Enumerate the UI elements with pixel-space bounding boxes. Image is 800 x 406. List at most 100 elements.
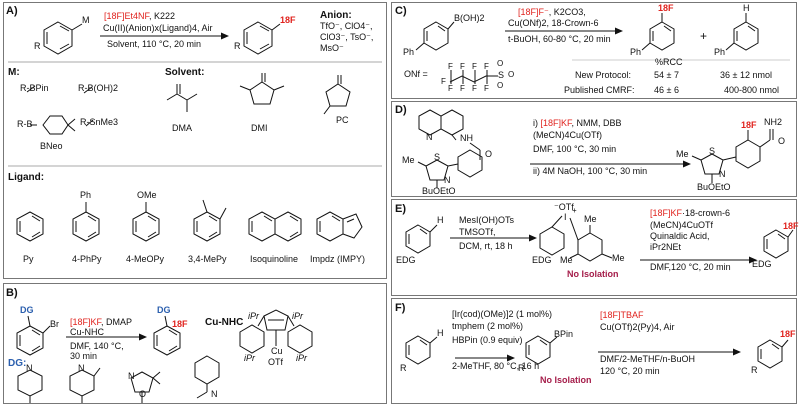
reagent-rest-b: , DMAP	[101, 317, 133, 327]
product-atom-me: Me	[676, 149, 689, 159]
product-r-a: R	[234, 41, 241, 51]
onf-f-6: F	[472, 62, 477, 71]
solvent-dmi: DMI	[251, 123, 268, 133]
nhc-otf: OTf	[268, 357, 283, 367]
panel-c	[391, 2, 797, 99]
onf-f-1: F	[441, 77, 446, 86]
r2-line3-e: Quinaldic Acid,	[650, 231, 710, 241]
r2-line4-e: iPr2NEt	[650, 242, 682, 252]
sm-edg-e: EDG	[396, 255, 416, 265]
reagent-red-b: [18F]KF	[70, 317, 102, 327]
r2-red-e: [18F]KF	[650, 208, 683, 218]
no-isolation-e: No Isolation	[567, 269, 619, 279]
int-plus-e: +	[572, 206, 577, 215]
product1-ph-c: Ph	[630, 47, 642, 57]
panel-e-label: E)	[395, 203, 406, 215]
anion-line1: TfO⁻, ClO4⁻,	[320, 21, 373, 31]
onf-f-7: F	[472, 84, 477, 93]
nhc-cu: Cu	[271, 346, 283, 356]
r1-line1-f: [Ir(cod)(OMe)]2 (1 mol%)	[452, 309, 553, 319]
step1-prefix: i)	[533, 118, 541, 128]
anion-line2: ClO3⁻, TsO⁻,	[320, 32, 374, 42]
sm-h-f: H	[437, 328, 444, 338]
ligand-py: Py	[23, 254, 34, 264]
product-atom-buoeto: BuOEtO	[697, 182, 731, 192]
product-atom-n: N	[719, 169, 726, 179]
reagent-line2-b: Cu-NHC	[70, 327, 105, 337]
panel-d-label: D)	[395, 104, 407, 116]
sm-atom-s: S	[434, 152, 441, 162]
m-title: M:	[8, 67, 20, 78]
reagent1-e: MesI(OH)OTs	[459, 215, 514, 225]
sm-substituent-r-a: R	[34, 41, 41, 51]
row1-rcc: 54 ± 7	[654, 70, 679, 80]
sm-h-e: H	[437, 215, 444, 225]
sm-atom-nh: NH	[460, 133, 473, 143]
reagent-red-a: [18F]Et4NF	[104, 11, 150, 21]
onf-o-2: O	[497, 81, 504, 90]
sm-atom-n-quin: N	[426, 132, 433, 142]
int-otf-e: ⁻OTf	[554, 202, 574, 212]
no-isolation-f: No Isolation	[540, 375, 592, 385]
onf-label: ONf =	[404, 69, 428, 79]
dg-title: DG:	[8, 358, 27, 369]
r2-line2-e: (MeCN)4CuOTf	[650, 220, 714, 230]
sm-dg-b: DG	[20, 305, 34, 315]
anion-line3: MsO⁻	[320, 43, 344, 53]
sm-substituent-m-a: M	[82, 15, 90, 25]
reagent-rest-c: , K2CO3,	[548, 7, 586, 17]
int-edg-e: EDG	[532, 255, 552, 265]
m-item-bneo: R‑B	[17, 119, 33, 129]
step1-line1-d: i) [18F]KF, NMM, DBB	[533, 118, 622, 129]
sm-atom-buoeto: BuOEtO	[422, 186, 456, 196]
row2-h: 400-800 nmol	[724, 85, 780, 95]
reagent-line1-b: [18F]KF, DMAP	[70, 317, 133, 328]
panel-f-label: F)	[395, 302, 406, 314]
cu-nhc-title: Cu-NHC	[205, 317, 244, 328]
sm-r-f: R	[400, 363, 407, 373]
m-item-snme3: R‑SnMe3	[80, 117, 119, 127]
int-i-e: I	[564, 212, 567, 222]
ligand-4phpy: 4-PhPy	[72, 254, 102, 264]
onf-s: S	[498, 70, 505, 80]
plus-c: +	[700, 29, 708, 43]
int-bpin-f: BPin	[554, 329, 574, 339]
step1-rest: , NMM, DBB	[571, 118, 622, 128]
reagent2-e: TMSOTf,	[459, 227, 496, 237]
panel-c-label: C)	[395, 5, 407, 17]
dg-atom-4: N	[128, 371, 135, 381]
onf-f-3: F	[448, 84, 453, 93]
sm-ph-c: Ph	[403, 47, 415, 57]
sm-atom-n-thiazole: N	[444, 175, 451, 185]
row2-rcc: 46 ± 6	[654, 85, 679, 95]
ligand-sub-ome: OMe	[137, 190, 157, 200]
r1-line3-f: HBPin (0.9 equiv)	[452, 335, 523, 345]
solvent-pc: PC	[336, 115, 349, 125]
onf-f-9: F	[484, 84, 489, 93]
sm-boh2-c: B(OH)2	[454, 13, 485, 23]
rcc-header: %RCC	[655, 57, 683, 67]
onf-f-5: F	[460, 84, 465, 93]
panel-a-label: A)	[6, 5, 18, 17]
step1-line2-d: (MeCN)4Cu(OTf)	[533, 130, 602, 140]
r1-line2-f: tmphem (2 mol%)	[452, 321, 524, 331]
ligand-4meopy: 4-MeOPy	[126, 254, 165, 264]
r2-rest-e: ·18-crown-6	[682, 208, 731, 218]
r2-cond-e: DMF,120 °C, 20 min	[650, 262, 731, 272]
product-f-a: 18F	[280, 15, 296, 25]
int-r-f: R	[518, 363, 525, 373]
r2-line2-f: Cu(OTf)2(Py)4, Air	[600, 322, 675, 332]
bneo-label: BNeo	[40, 141, 63, 151]
panel-b	[3, 283, 387, 404]
reagent-line2-a: Cu(II)(Anion)x(Ligand)4, Air	[103, 23, 213, 33]
cond-line1-b: DMF, 140 °C,	[70, 341, 124, 351]
row1-label: New Protocol:	[575, 70, 632, 80]
product-edg-e: EDG	[752, 259, 772, 269]
onf-f-2: F	[448, 62, 453, 71]
sm-br-b: Br	[50, 319, 59, 329]
reagent-line2-c: Cu(ONf)2, 18-Crown-6	[508, 18, 599, 28]
r1-line4-f: 2-MeTHF, 80 °C, 16 h	[452, 361, 540, 371]
product-atom-o: O	[778, 136, 786, 146]
reagent-red-c: [18F]F⁻	[518, 7, 549, 17]
r2-line3-f: DMF/2-MeTHF/n-BuOH	[600, 354, 696, 364]
